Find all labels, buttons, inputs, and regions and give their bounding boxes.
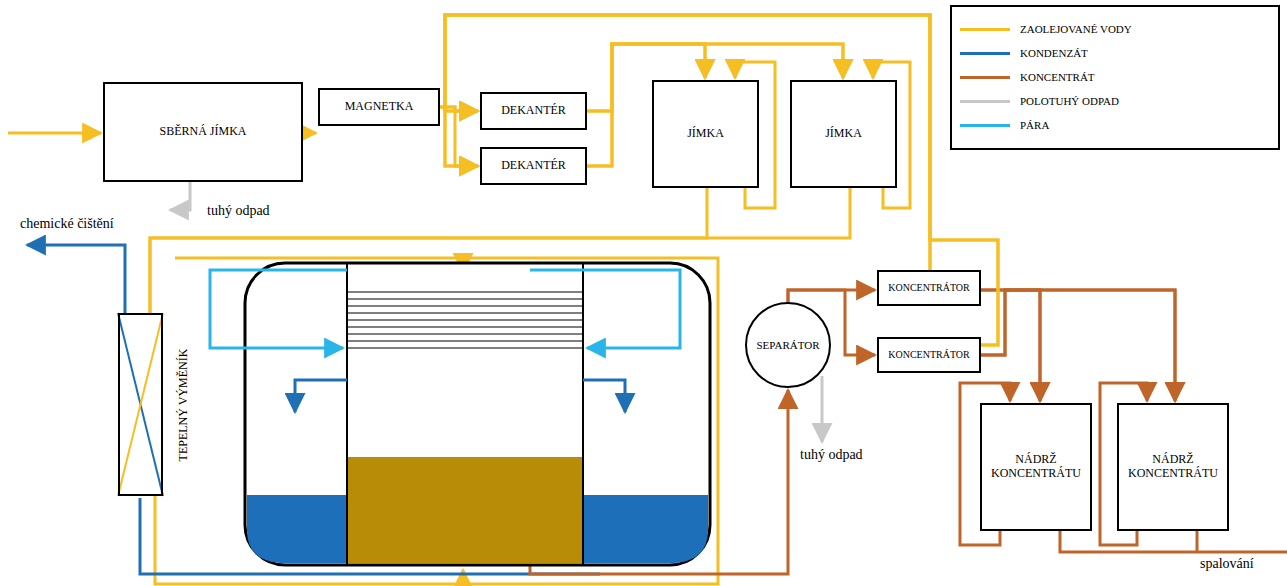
legend-label: POLOTUHÝ ODPAD — [1020, 95, 1119, 107]
tube-row — [347, 291, 583, 292]
tube-row — [347, 319, 583, 320]
legend-box: ZAOLEJOVANÉ VODY KONDENZÁT KONCENTRÁT POLOT… — [950, 5, 1280, 150]
tube-row — [347, 340, 583, 341]
tube-row — [347, 347, 583, 348]
process-box: JÍMKA — [652, 80, 759, 188]
process-box: MAGNETKA — [318, 88, 440, 126]
legend-swatch — [960, 76, 1010, 79]
node-label: JÍMKA — [687, 127, 724, 141]
node-label: DEKANTÉR — [501, 159, 566, 173]
process-box: NÁDRŽ KONCENTRÁTU — [980, 403, 1092, 531]
node-label: DEKANTÉR — [501, 104, 566, 118]
legend-label: KONCENTRÁT — [1020, 71, 1095, 83]
legend-row: KONDENZÁT — [960, 41, 1270, 65]
process-box: DEKANTÉR — [480, 147, 587, 185]
node-label: SBĚRNÁ JÍMKA — [159, 125, 246, 139]
flow-note: spalování — [1200, 556, 1254, 572]
legend-swatch — [960, 28, 1010, 31]
process-box: KONCENTRÁTOR — [877, 337, 981, 373]
legend-label: PÁRA — [1020, 119, 1049, 131]
legend-swatch — [960, 124, 1010, 127]
heat-exchanger: TEPELNÝ VÝMĚNÍK — [118, 313, 163, 496]
pipe-connector — [788, 290, 875, 302]
legend-swatch — [960, 52, 1010, 55]
pipe-connector — [445, 15, 998, 345]
exchanger-cross — [118, 313, 163, 496]
tube-row — [347, 326, 583, 327]
evaporator — [210, 263, 710, 565]
pipe-connector — [303, 132, 316, 135]
flow-note: tuhý odpad — [800, 447, 863, 463]
node-label: JÍMKA — [825, 127, 862, 141]
legend-row: ZAOLEJOVANÉ VODY — [960, 17, 1270, 41]
pipe-connector — [445, 15, 930, 270]
legend-swatch — [960, 100, 1010, 103]
pipe-connector — [445, 15, 998, 345]
process-box: KONCENTRÁTOR — [877, 270, 981, 306]
node-label: NÁDRŽ KONCENTRÁTU — [1122, 453, 1224, 481]
process-box: DEKANTÉR — [480, 92, 587, 130]
node-label: KONCENTRÁTOR — [888, 349, 969, 361]
process-box: SBĚRNÁ JÍMKA — [103, 82, 303, 182]
separator-circle: SEPARÁTOR — [745, 302, 831, 388]
flow-note: chemické čištění — [20, 216, 114, 232]
tube-row — [347, 333, 583, 334]
tube-row — [347, 312, 583, 313]
pipe-connector — [150, 188, 850, 313]
process-box: JÍMKA — [790, 80, 897, 188]
node-label: NÁDRŽ KONCENTRÁTU — [985, 453, 1087, 481]
legend-label: ZAOLEJOVANÉ VODY — [1020, 23, 1132, 35]
pipe-connector — [150, 188, 707, 313]
tube-row — [347, 298, 583, 299]
process-box: NÁDRŽ KONCENTRÁTU — [1117, 403, 1229, 531]
node-label: TEPELNÝ VÝMĚNÍK — [177, 348, 191, 461]
pipe-connector — [981, 290, 1175, 401]
node-label: KONCENTRÁTOR — [888, 282, 969, 294]
pipe-connector — [981, 290, 1175, 401]
tube-row — [347, 305, 583, 306]
flow-note: tuhý odpad — [207, 203, 270, 219]
legend-label: KONDENZÁT — [1020, 47, 1088, 59]
pipe-connector — [445, 15, 930, 270]
node-label: MAGNETKA — [345, 100, 414, 114]
node-label: SEPARÁTOR — [757, 339, 820, 352]
legend-row: PÁRA — [960, 113, 1270, 137]
legend-row: KONCENTRÁT — [960, 65, 1270, 89]
legend-row: POLOTUHÝ ODPAD — [960, 89, 1270, 113]
